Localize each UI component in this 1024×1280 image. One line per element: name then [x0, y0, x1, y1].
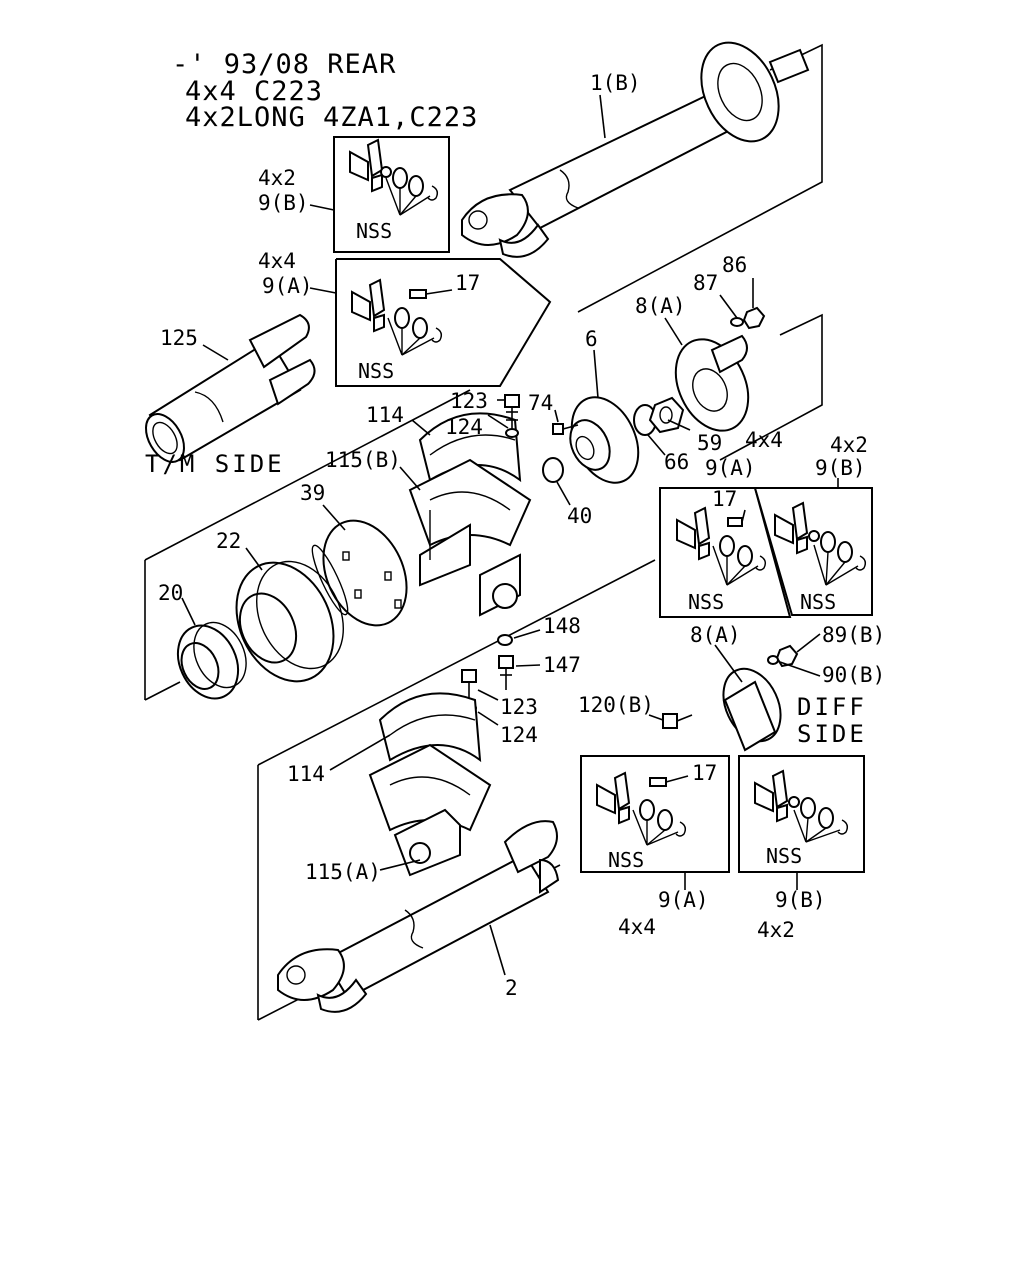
callout-59: 59: [697, 431, 722, 455]
callout-8a-lower: 8(A): [690, 623, 741, 647]
inset-top-4x2-variant: 4x2: [258, 166, 296, 190]
bearing-bracket-upper: [408, 412, 532, 617]
inset-mid-4x4-variant: 4x4: [745, 428, 783, 452]
companion-flange-6: [569, 396, 640, 484]
propeller-shaft-1b: [461, 41, 810, 258]
spider-icon: [774, 501, 867, 586]
callout-124-upper: 124: [445, 415, 483, 439]
rubber-cushion-22: [235, 560, 344, 683]
inset-bottom-4x2-part: 9(B): [775, 888, 826, 912]
callout-40: 40: [567, 504, 592, 528]
callout-22: 22: [216, 529, 241, 553]
o-ring-40: [542, 457, 564, 483]
callout-39: 39: [300, 481, 325, 505]
inset-top-4x2-part: 9(B): [258, 191, 309, 215]
inset-mid-4x4-nss: NSS: [688, 590, 724, 614]
callout-114-upper: 114: [366, 403, 404, 427]
callout-124-lower: 124: [500, 723, 538, 747]
spider-icon: [349, 138, 439, 216]
ujoint-kit-inset-mid-4x4: [659, 487, 792, 618]
callout-115b: 115(B): [325, 448, 401, 472]
diff-side-label-2: SIDE: [797, 720, 867, 748]
callout-87: 87: [693, 271, 718, 295]
inset-mid-4x2-nss: NSS: [800, 590, 836, 614]
callout-90b: 90(B): [822, 663, 885, 687]
inset-top-4x4-variant: 4x4: [258, 249, 296, 273]
washer-90b: [767, 655, 779, 665]
washer-124-upper: [505, 428, 519, 438]
callout-148: 148: [543, 614, 581, 638]
ujoint-kit-inset-bottom-4x2: [738, 755, 865, 890]
inset-mid-4x2-variant: 4x2: [830, 433, 868, 457]
spider-icon: [351, 278, 443, 356]
bolt-123-upper: [504, 394, 520, 432]
washer-148: [497, 634, 513, 646]
inset-top-4x4-grease: 17: [455, 271, 480, 295]
slip-yoke-125: [145, 313, 316, 463]
callout-20: 20: [158, 581, 183, 605]
header-line-2: 4x4 C223: [185, 76, 323, 107]
flange-yoke-8a-lower: [722, 667, 782, 752]
grease-nipple-icon: [649, 775, 689, 787]
callout-114-lower: 114: [287, 762, 325, 786]
callout-8a-upper: 8(A): [635, 294, 686, 318]
flange-yoke-8a-upper: [674, 334, 750, 432]
spider-icon: [754, 769, 849, 843]
center-bearing-20: [176, 621, 247, 700]
callout-115a: 115(A): [305, 860, 381, 884]
ujoint-kit-inset-top-4x4: [309, 258, 552, 387]
callout-123-lower: 123: [500, 695, 538, 719]
callout-125: 125: [160, 326, 198, 350]
callout-123-upper: 123: [450, 389, 488, 413]
inset-bottom-4x4-grease: 17: [692, 761, 717, 785]
callout-89b: 89(B): [822, 623, 885, 647]
header-line-3: 4x2LONG 4ZA1,C223: [185, 102, 478, 133]
washer-87: [730, 317, 744, 327]
nut-59: [648, 396, 685, 434]
inset-top-4x4-part: 9(A): [262, 274, 313, 298]
callout-66: 66: [664, 450, 689, 474]
grease-nipple-icon: [409, 289, 453, 299]
ujoint-kit-inset-bottom-4x4: [580, 755, 730, 890]
propeller-shaft-2: [277, 820, 560, 1013]
inset-bottom-4x4-variant: 4x4: [618, 915, 656, 939]
inset-top-4x2-nss: NSS: [356, 219, 392, 243]
callout-74: 74: [528, 391, 553, 415]
header-line-1: -' 93/08 REAR: [172, 49, 396, 80]
bolt-147: [498, 655, 514, 690]
callout-86: 86: [722, 253, 747, 277]
nut-89b: [775, 644, 799, 668]
ujoint-kit-inset-mid-4x2: [753, 478, 873, 616]
nut-86: [742, 306, 766, 330]
inset-bottom-4x2-variant: 4x2: [757, 918, 795, 942]
inset-bottom-4x2-nss: NSS: [766, 844, 802, 868]
callout-2: 2: [505, 976, 518, 1000]
spider-icon: [676, 506, 767, 586]
callout-120b: 120(B): [578, 693, 654, 717]
inset-mid-4x4-grease: 17: [712, 487, 737, 511]
spider-icon: [596, 771, 687, 846]
inset-bottom-4x4-nss: NSS: [608, 848, 644, 872]
callout-1b: 1(B): [590, 71, 641, 95]
diff-side-label-1: DIFF: [797, 693, 867, 721]
bolt-74: [552, 423, 579, 435]
bolt-120b: [662, 713, 693, 729]
bolt-123-lower: [461, 669, 477, 705]
inset-bottom-4x4-part: 9(A): [658, 888, 709, 912]
callout-147: 147: [543, 653, 581, 677]
inset-mid-4x2-part: 9(B): [815, 456, 866, 480]
tm-side-label: T/M SIDE: [145, 450, 285, 478]
inset-top-4x4-nss: NSS: [358, 359, 394, 383]
leader-lines: [181, 94, 821, 976]
callout-6: 6: [585, 327, 598, 351]
bearing-bracket-lower: [368, 692, 492, 877]
grease-nipple-icon: [727, 509, 746, 527]
ujoint-kit-inset-top-4x2: [309, 136, 450, 253]
inset-mid-4x4-part: 9(A): [705, 456, 756, 480]
